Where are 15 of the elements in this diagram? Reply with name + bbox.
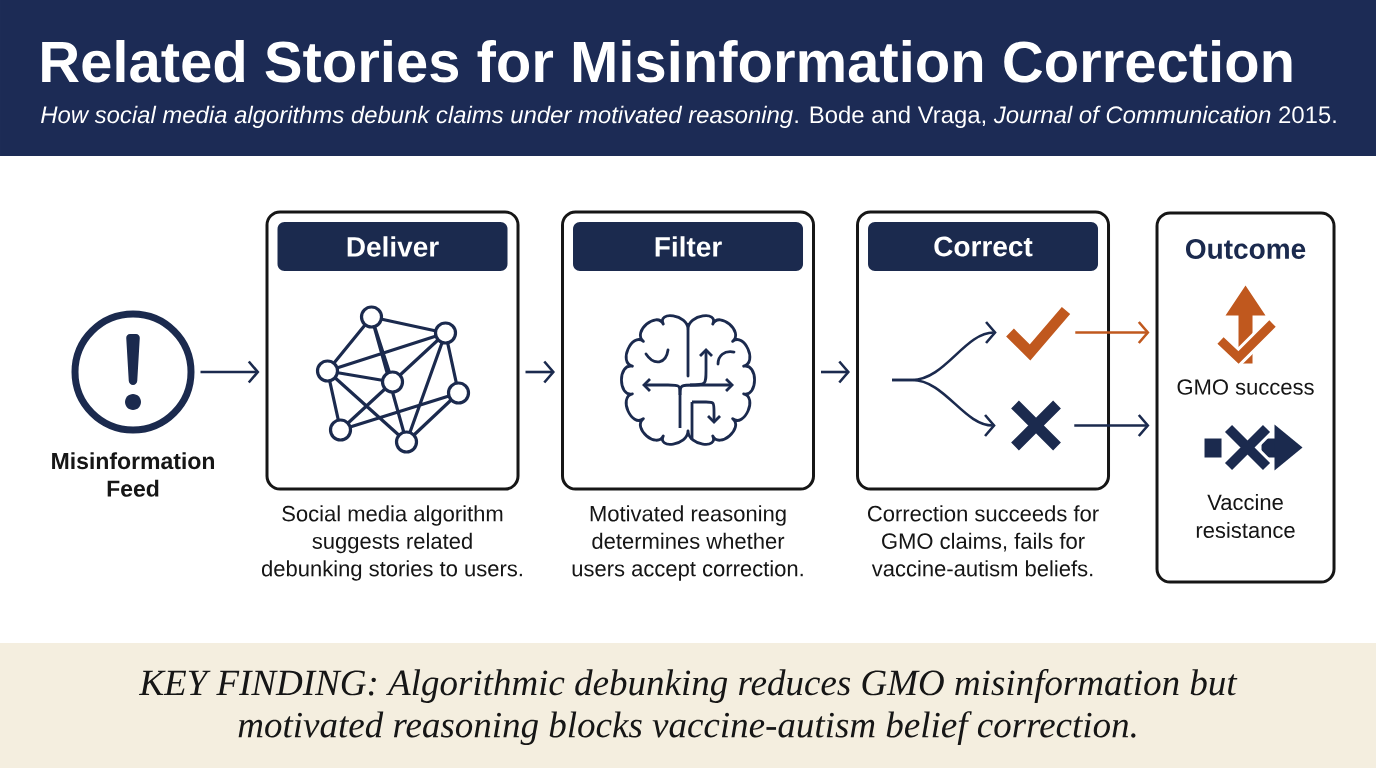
outcome-label: GMO success [1177,379,1314,395]
header-bar: Correct [868,222,1098,271]
description: Correction succeeds for GMO claims, fails for vaccine-autism beliefs. [867,505,1099,577]
panel-heading: Outcome [1186,239,1306,259]
outcome-label: Vaccine resistance [1196,493,1295,539]
description: Motivated reasoning determines whether users accept correction. [572,505,803,581]
caption: KEY FINDING: Algorithmic debunking reduces GMO misinformation but motivated reasoning blocks vaccine-autism belief correction. [138,668,1238,746]
check-mark [1006,306,1071,361]
title: Related Stories for Misinformation Correction [42,39,1292,83]
node-label: Misinformation Feed [52,452,214,497]
header-bar: Filter [573,222,803,271]
description: Social media algorithm suggests related debunking stories to users. [261,505,522,581]
header-bar: Deliver [277,222,508,271]
subtitle: How social media algorithms debunk claims under motivated reasoning. Bode and Vraga, Journal of Communication 2015. [41,105,1336,128]
cross-mark [1009,399,1063,452]
